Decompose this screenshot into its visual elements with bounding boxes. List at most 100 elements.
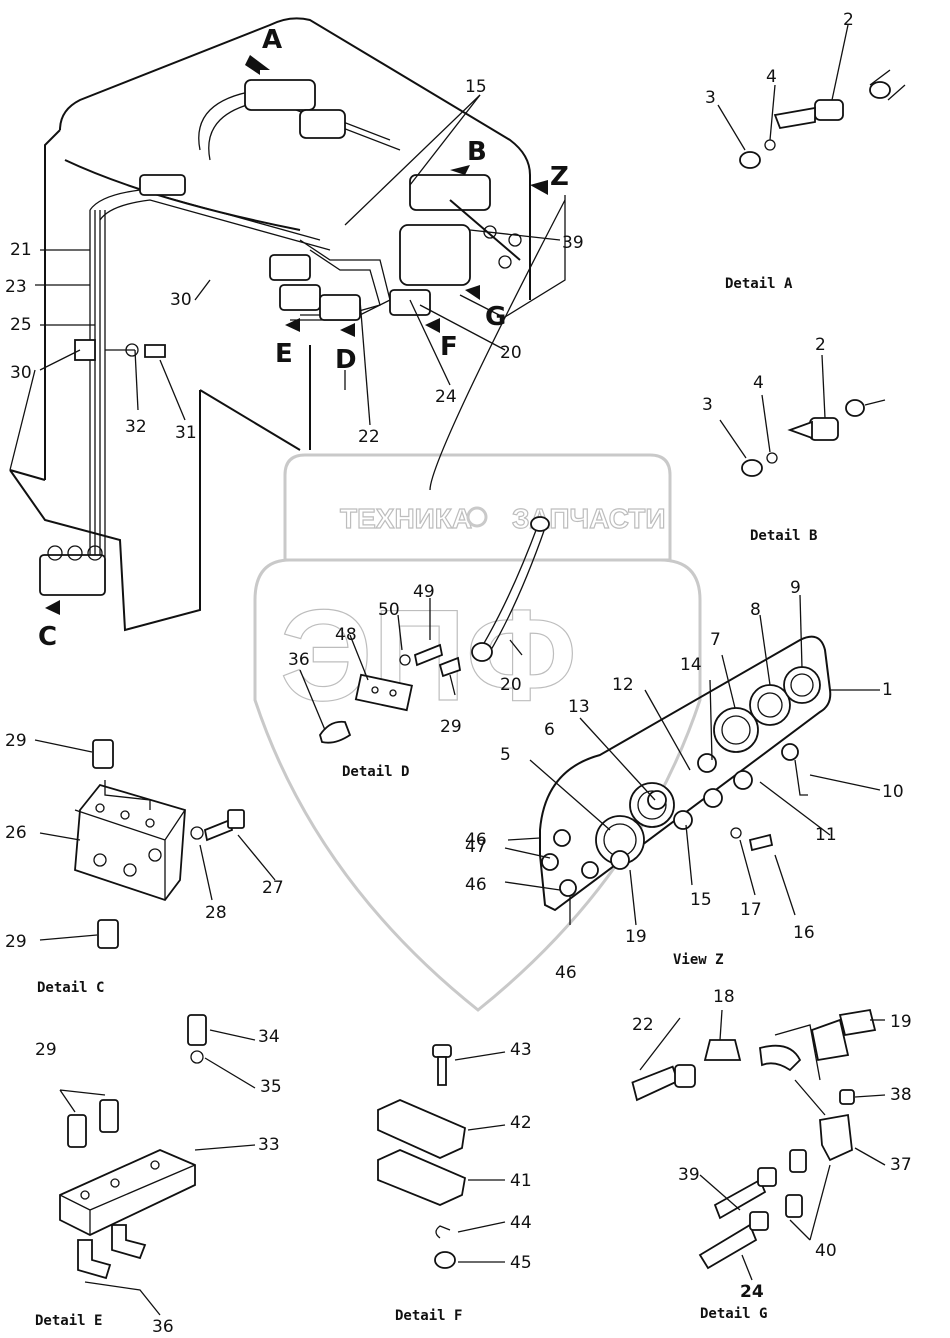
part-number-label: 29 — [35, 1040, 57, 1060]
part-number-label: 46 — [465, 830, 487, 850]
part-number-label: 9 — [790, 578, 801, 598]
part-number-label: 45 — [510, 1253, 532, 1273]
arrow-f-icon — [425, 318, 440, 333]
caption-detail-a: Detail A — [725, 276, 793, 292]
part-number-label: 40 — [815, 1241, 837, 1261]
view-callouts: A B Z G F E D C — [38, 25, 569, 652]
caption-detail-g: Detail G — [700, 1306, 767, 1322]
caption-detail-c: Detail C — [37, 980, 104, 996]
part-number-label: 46 — [555, 963, 577, 983]
part-number-label: 2 — [815, 335, 826, 355]
part-number-label: 31 — [175, 423, 197, 443]
detail-e: 29 34 35 33 36 Detail E — [35, 1014, 282, 1337]
part-number-label: 21 — [10, 240, 32, 260]
part-number-label: 29 — [5, 932, 27, 952]
part-number-label: 30 — [10, 363, 32, 383]
arrow-c-icon — [45, 600, 60, 615]
caption-detail-e: Detail E — [35, 1313, 102, 1329]
part-number-label: 37 — [890, 1155, 912, 1175]
part-number-label: 26 — [5, 823, 27, 843]
leader-lines — [9, 94, 566, 491]
watermark-logo: ЭПФ — [280, 582, 577, 728]
part-number-label: 42 — [510, 1113, 532, 1133]
part-number-label: 35 — [260, 1077, 282, 1097]
part-number-label: 36 — [152, 1317, 174, 1337]
part-number-label: 24 — [740, 1282, 764, 1302]
part-number-label: 18 — [713, 987, 735, 1007]
caption-detail-f: Detail F — [395, 1308, 462, 1324]
part-number-label: 20 — [500, 675, 522, 695]
main-labels: 15 21 23 25 30 30 32 31 39 20 24 22 — [5, 77, 584, 447]
callout-d: D — [335, 345, 357, 375]
part-number-label: 3 — [702, 395, 713, 415]
part-number-label: 48 — [335, 625, 357, 645]
callout-z: Z — [550, 162, 569, 192]
detail-d: 20 50 49 48 36 29 Detail D — [288, 516, 550, 780]
part-number-label: 46 — [465, 875, 487, 895]
part-number-label: 34 — [258, 1027, 280, 1047]
watermark: ТЕХНИКА ЗАПЧАСТИ ЭПФ — [253, 453, 702, 1012]
part-number-label: 43 — [510, 1040, 532, 1060]
callout-g: G — [485, 302, 506, 332]
callout-e: E — [275, 339, 293, 369]
part-number-label: 6 — [544, 720, 555, 740]
part-number-label: 36 — [288, 650, 310, 670]
watermark-left: ТЕХНИКА — [340, 503, 472, 534]
part-number-label: 19 — [625, 927, 647, 947]
part-number-label: 30 — [170, 290, 192, 310]
part-number-label: 10 — [882, 782, 904, 802]
callout-f: F — [440, 332, 458, 362]
part-number-label: 22 — [358, 427, 380, 447]
part-number-label: 14 — [680, 655, 702, 675]
part-number-label: 20 — [500, 343, 522, 363]
part-number-label: 22 — [632, 1015, 654, 1035]
detail-f: 43 42 41 44 45 Detail F — [377, 1040, 532, 1324]
arrow-e-icon — [285, 318, 300, 332]
part-number-label: 50 — [378, 600, 400, 620]
part-number-label: 39 — [562, 233, 584, 253]
part-number-label: 32 — [125, 417, 147, 437]
caption-detail-b: Detail B — [750, 528, 817, 544]
part-number-label: 4 — [753, 373, 764, 393]
part-number-label: 11 — [815, 825, 837, 845]
part-number-label: 28 — [205, 903, 227, 923]
arrow-z-icon — [530, 180, 548, 195]
machine-body — [9, 17, 531, 632]
part-number-label: 27 — [262, 878, 284, 898]
detail-a: 2 4 3 Detail A — [705, 10, 906, 292]
detail-g: 22 18 19 38 37 39 40 24 Detail G — [631, 987, 912, 1322]
part-number-label: 3 — [705, 88, 716, 108]
caption-detail-d: Detail D — [342, 764, 409, 780]
callout-b: B — [467, 137, 487, 167]
arrow-b-icon — [450, 165, 470, 175]
part-number-label: 44 — [510, 1213, 532, 1233]
part-number-label: 24 — [435, 387, 457, 407]
part-number-label: 12 — [612, 675, 634, 695]
part-number-label: 1 — [882, 680, 893, 700]
view-z-panel: 1 9 8 7 14 12 13 6 5 10 11 46 47 46 46 1… — [465, 578, 904, 983]
arrow-g-icon — [465, 285, 480, 300]
callout-c: C — [38, 622, 57, 652]
part-number-label: 16 — [793, 923, 815, 943]
part-number-label: 29 — [5, 731, 27, 751]
part-number-label: 49 — [413, 582, 435, 602]
part-number-label: 17 — [740, 900, 762, 920]
part-number-label: 19 — [890, 1012, 912, 1032]
part-number-label: 2 — [843, 10, 854, 30]
part-number-label: 13 — [568, 697, 590, 717]
part-number-label: 47 — [465, 837, 487, 857]
part-number-label: 38 — [890, 1085, 912, 1105]
detail-b: 2 4 3 Detail B — [702, 335, 886, 544]
view-arrows — [45, 55, 548, 615]
arrow-a-icon — [245, 55, 270, 75]
part-number-label: 15 — [690, 890, 712, 910]
part-number-label: 41 — [510, 1171, 532, 1191]
part-number-label: 15 — [465, 77, 487, 97]
part-number-label: 33 — [258, 1135, 280, 1155]
part-number-label: 39 — [678, 1165, 700, 1185]
detail-c: 29 26 29 28 27 Detail C — [5, 731, 284, 996]
part-number-label: 8 — [750, 600, 761, 620]
callout-a: A — [262, 25, 282, 55]
part-number-label: 25 — [10, 315, 32, 335]
